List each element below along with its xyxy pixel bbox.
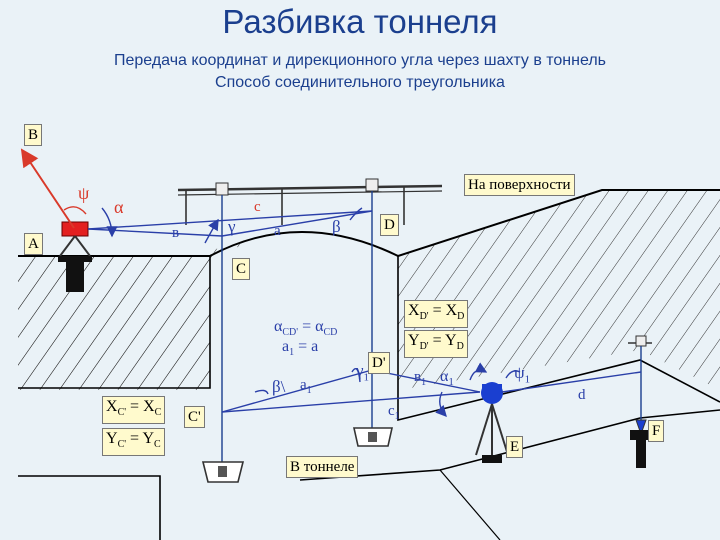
tunnel-region-label: В тоннеле xyxy=(286,456,359,478)
angle-alpha1-label: α1 xyxy=(440,368,454,389)
tunnel-beam xyxy=(628,335,652,436)
angle-beta1-label: β\ xyxy=(272,377,286,396)
surface-region-label: На поверхности xyxy=(464,174,575,196)
point-a-label: A xyxy=(24,233,43,255)
surface-triangle-lines xyxy=(63,206,373,244)
angle-psi1-label: ψ1 xyxy=(514,363,531,386)
tunnel-triangle-lines xyxy=(221,362,642,418)
point-b-label: B xyxy=(24,124,43,146)
angle-gamma-label: γ xyxy=(228,217,236,236)
side-d-label: d xyxy=(578,387,586,403)
angle-beta-label: β xyxy=(332,217,341,236)
subtitle-line-1: Передача координат и дирекционного угла … xyxy=(113,52,607,69)
slide-title: Разбивка тоннеля xyxy=(222,3,498,40)
plumb-bob-d-prime xyxy=(353,427,393,447)
subtitle-line-2: Способ соединительного треугольника xyxy=(215,74,505,91)
point-c-prime-label: C' xyxy=(184,406,205,428)
equation-yc: YC' = YC xyxy=(102,428,165,457)
side-b1-label: в1 xyxy=(414,369,427,388)
tunnel-theodolite xyxy=(475,382,652,468)
point-d-prime-label: D' xyxy=(368,352,390,374)
angle-psi-label: ψ xyxy=(78,183,90,203)
side-a-label: a xyxy=(274,223,281,239)
equation-xd: XD' = XD xyxy=(404,300,469,329)
direction-arrow-ab xyxy=(20,148,75,229)
equation-a: a1 = a xyxy=(282,338,319,359)
angle-alpha-label: α xyxy=(114,197,124,217)
side-c-label: c xyxy=(254,199,261,215)
point-d-label: D xyxy=(380,214,399,236)
angle-gamma1-label: γ1 xyxy=(356,361,370,384)
point-c-label: C xyxy=(232,258,251,280)
point-e-label: E xyxy=(506,436,524,458)
plumb-bob-c-prime xyxy=(201,461,245,483)
equation-alpha: αCD' = αCD xyxy=(274,318,338,339)
surface-theodolite xyxy=(58,221,92,292)
surface-beam xyxy=(177,178,443,225)
equation-xc: XC' = XC xyxy=(102,396,166,425)
side-b-label: в xyxy=(172,225,180,241)
point-f-label: F xyxy=(648,420,665,442)
side-c1-label: c1 xyxy=(388,403,400,422)
plumb-lines xyxy=(221,191,373,470)
equation-yd: YD' = YD xyxy=(404,330,468,359)
side-a1-label: a1 xyxy=(300,377,312,396)
